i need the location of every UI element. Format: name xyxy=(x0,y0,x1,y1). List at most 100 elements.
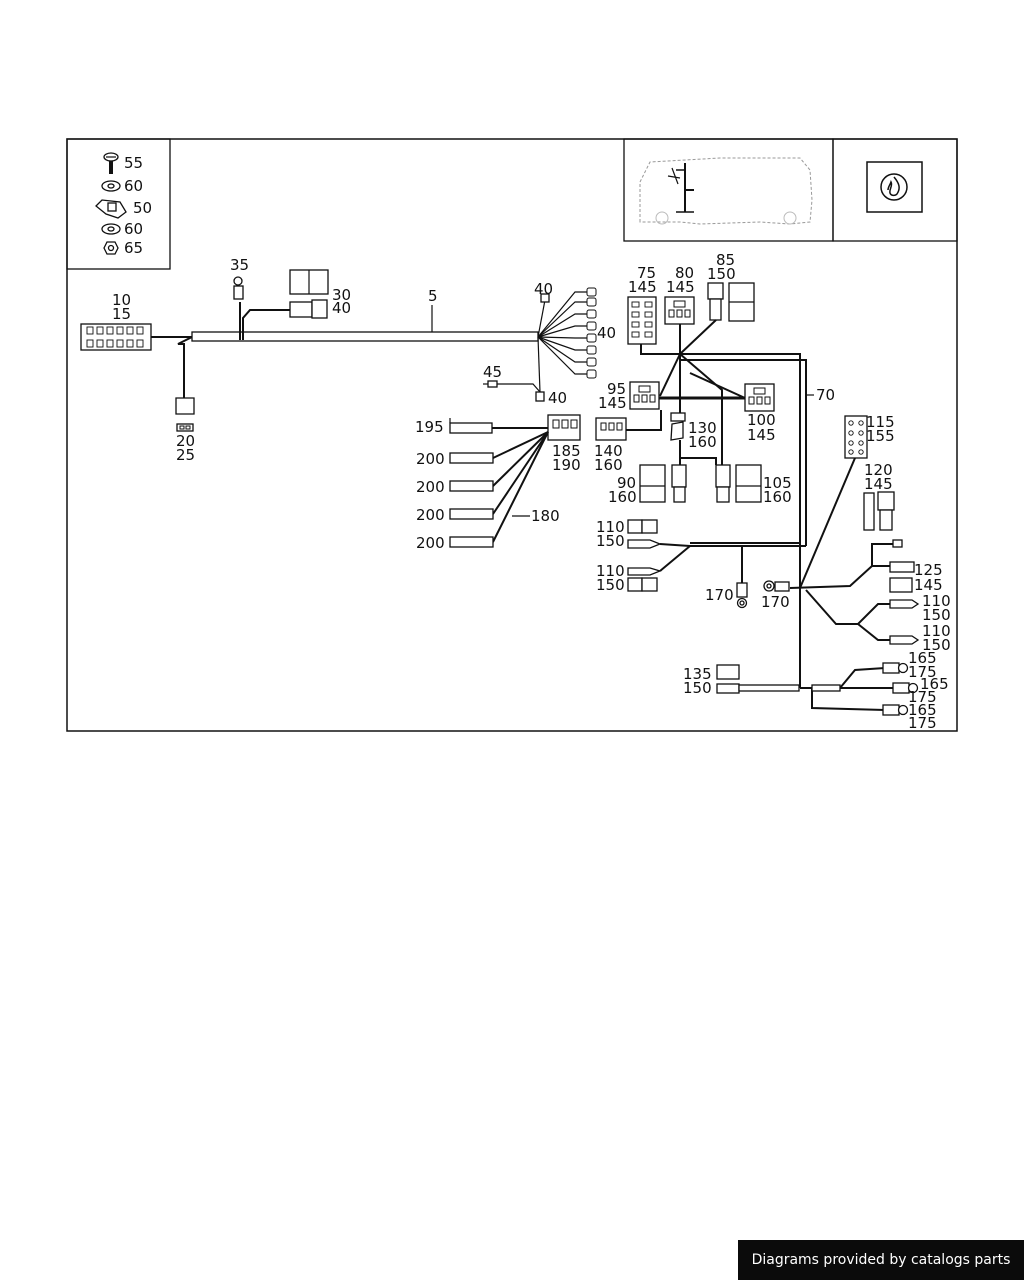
callout-195: 195 xyxy=(415,418,444,436)
harness-fanout xyxy=(483,287,597,402)
connector-85 xyxy=(707,282,755,322)
clip-icon xyxy=(95,199,127,219)
callout-145: 145 xyxy=(914,576,943,594)
callout-150: 150 xyxy=(707,265,736,283)
callout-145: 145 xyxy=(666,278,695,296)
callout-5: 5 xyxy=(428,287,438,305)
connector-130 xyxy=(670,412,686,441)
eyelet-170-horizontal xyxy=(763,580,790,592)
callout-145: 145 xyxy=(598,394,627,412)
plug-110-150-right xyxy=(889,599,920,645)
callout-115: 115 xyxy=(866,413,895,431)
callout-145: 145 xyxy=(628,278,657,296)
callout-30: 30 xyxy=(332,286,351,304)
callout-160: 160 xyxy=(594,456,623,474)
relay-section: 75 145 80 145 85 150 70 95 145 100 145 1… xyxy=(594,251,835,546)
connector-10-15 xyxy=(80,323,152,351)
callout-200: 200 xyxy=(416,450,445,468)
connector-135-150 xyxy=(716,664,841,694)
relay-80 xyxy=(664,296,695,325)
ring-terminal-165-175 xyxy=(882,662,919,716)
callout-150: 150 xyxy=(922,636,951,654)
callout-60: 60 xyxy=(124,177,143,195)
callout-155: 155 xyxy=(866,427,895,445)
emblem-icon xyxy=(866,161,923,213)
connector-125-145 xyxy=(889,561,915,593)
callout-140: 140 xyxy=(594,442,623,460)
callout-110: 110 xyxy=(922,622,951,640)
connector-105 xyxy=(715,464,762,503)
callout-145: 145 xyxy=(747,426,776,444)
lower-right-harness: 115 155 120 145 110 150 110 150 170 170 … xyxy=(596,413,951,732)
callout-110: 110 xyxy=(596,518,625,536)
callout-200: 200 xyxy=(416,506,445,524)
vehicle-outline-icon xyxy=(639,157,813,225)
callout-70: 70 xyxy=(816,386,835,404)
callout-120: 120 xyxy=(864,461,893,479)
eyelet-35 xyxy=(233,276,244,300)
callout-190: 190 xyxy=(552,456,581,474)
nut-icon xyxy=(103,241,119,255)
callout-50: 50 xyxy=(133,199,152,217)
callout-110: 110 xyxy=(922,592,951,610)
footer-banner: Diagrams provided by catalogs parts xyxy=(738,1240,1024,1280)
callout-150: 150 xyxy=(596,532,625,550)
callout-105: 105 xyxy=(763,474,792,492)
callout-60: 60 xyxy=(124,220,143,238)
main-harness: 35 30 40 5 10 15 20 25 40 40 45 40 xyxy=(80,256,616,464)
callout-75: 75 xyxy=(637,264,656,282)
callout-200: 200 xyxy=(416,534,445,552)
callout-135: 135 xyxy=(683,665,712,683)
hardware-legend: 55 60 50 60 65 xyxy=(95,152,152,257)
callout-20: 20 xyxy=(176,432,195,450)
sensor-harness: 195 185 190 200 200 200 200 180 xyxy=(415,414,581,552)
callout-40: 40 xyxy=(548,389,567,407)
connector-140 xyxy=(595,417,627,441)
connector-115-155 xyxy=(844,415,868,459)
callout-165: 165 xyxy=(908,649,937,667)
relay-100 xyxy=(744,383,775,412)
callout-170: 170 xyxy=(705,586,734,604)
callout-110: 110 xyxy=(596,562,625,580)
callout-15: 15 xyxy=(112,305,131,323)
callout-45: 45 xyxy=(483,363,502,381)
sensor-195 xyxy=(449,418,493,434)
callout-165: 165 xyxy=(920,675,949,693)
connector-30 xyxy=(289,269,329,295)
plug-110-150 xyxy=(627,519,662,592)
callout-180: 180 xyxy=(531,507,560,525)
callout-170: 170 xyxy=(761,593,790,611)
callout-150: 150 xyxy=(922,606,951,624)
connector-40 xyxy=(289,299,328,319)
callout-130: 130 xyxy=(688,419,717,437)
callout-65: 65 xyxy=(124,239,143,257)
relay-95 xyxy=(629,381,660,410)
callout-165: 165 xyxy=(908,701,937,719)
callout-85: 85 xyxy=(716,251,735,269)
callout-150: 150 xyxy=(596,576,625,594)
callout-185: 185 xyxy=(552,442,581,460)
callout-175: 175 xyxy=(908,663,937,681)
callout-100: 100 xyxy=(747,411,776,429)
callout-35: 35 xyxy=(230,256,249,274)
callout-40: 40 xyxy=(534,280,553,298)
callout-160: 160 xyxy=(688,433,717,451)
callout-150: 150 xyxy=(683,679,712,697)
connector-20-25 xyxy=(175,397,195,432)
diagram-frame xyxy=(66,138,958,732)
callout-90: 90 xyxy=(617,474,636,492)
connector-120-145 xyxy=(863,491,895,531)
callout-160: 160 xyxy=(763,488,792,506)
callout-40: 40 xyxy=(597,324,616,342)
callout-175: 175 xyxy=(908,714,937,732)
callout-145: 145 xyxy=(864,475,893,493)
callout-55: 55 xyxy=(124,154,143,172)
eyelet-170 xyxy=(736,582,748,609)
callout-125: 125 xyxy=(914,561,943,579)
washer-icon xyxy=(101,223,121,235)
callout-80: 80 xyxy=(675,264,694,282)
connector-75 xyxy=(627,296,657,345)
callout-175: 175 xyxy=(908,688,937,706)
sensor-200 xyxy=(449,452,494,548)
